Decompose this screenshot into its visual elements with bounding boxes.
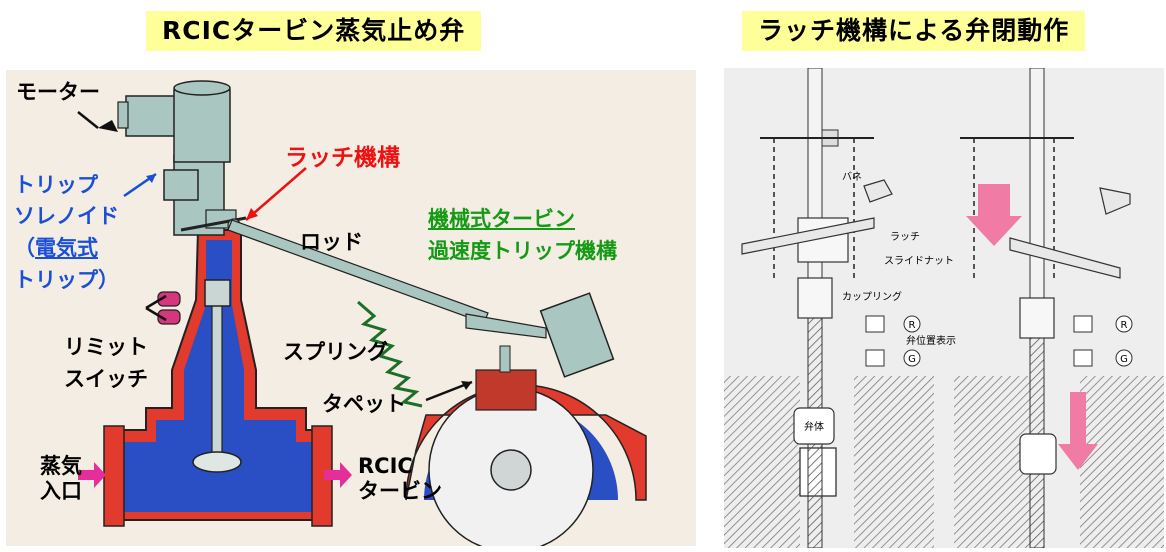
limit-switch-label-line1: リミット (64, 335, 148, 359)
spring-label: スプリング (283, 340, 388, 364)
indicator-g-left: G (908, 354, 916, 365)
valve-body-right (1019, 433, 1057, 475)
coupling-label: カップリング (842, 290, 902, 303)
inlet-flange (103, 425, 125, 527)
solenoid-housing (163, 169, 199, 201)
latch-arm-right (1009, 237, 1121, 279)
limit-switch-lower (157, 309, 181, 325)
handwheel (173, 80, 231, 96)
right-title: ラッチ機構による弁閉動作 (742, 11, 1086, 51)
latch-schematic-drawing: R G 弁体 バネ ラッチ スライドナット カップリング 弁位置表示 (724, 67, 1164, 549)
trip-solenoid-label-line1: トリップ (14, 173, 98, 197)
spring-label-right: バネ (842, 171, 862, 183)
motor-arrow (98, 120, 118, 132)
trip-box (539, 292, 615, 378)
inlet-flow-arrow (78, 462, 106, 488)
valve-disc (192, 451, 242, 473)
motor-cap (117, 101, 129, 129)
limit-arrow-lower (145, 306, 167, 322)
outlet-flow-arrow (324, 462, 352, 488)
indicator-r-right: R (1121, 320, 1128, 331)
rcic-turbine-label-line1: RCIC (358, 454, 413, 478)
trip-solenoid-label-line3: （電気式 (14, 236, 98, 260)
valve-cutaway-drawing (77, 80, 647, 552)
mechanical-trip-label-line2: 過速度トリップ機構 (428, 239, 617, 263)
left-title: RCICタービン蒸気止め弁 (146, 11, 482, 51)
mechanical-trip-label-line1: 機械式タービン (428, 207, 575, 231)
trip-solenoid-label-line4: トリップ） (14, 268, 119, 292)
steam-inlet-label-line1: 蒸気 (40, 454, 82, 478)
valve-position-label: 弁位置表示 (906, 334, 956, 347)
limit-arrow-upper (145, 294, 167, 310)
coupling-right (1019, 297, 1055, 339)
down-arrow-upper (966, 184, 1022, 246)
latch-arm-left (741, 217, 875, 255)
tension-spring (357, 300, 423, 408)
valve-guide (204, 279, 231, 307)
right-stem-upper (1029, 67, 1045, 299)
latch-pawl-left (863, 179, 893, 203)
valve-cutaway-illustration (6, 70, 696, 552)
limit-switch-upper (157, 291, 181, 307)
limit-switch-label-line2: スイッチ (64, 367, 148, 391)
valve-body-left (793, 407, 835, 445)
indicator-g-right: G (1120, 354, 1128, 365)
rod-label: ロッド (300, 230, 363, 254)
valve-body-label: 弁体 (804, 420, 824, 433)
motor-label: モーター (16, 80, 100, 104)
tappet-label: タペット (322, 392, 406, 416)
trip-solenoid-label-line2: ソレノイド (14, 204, 119, 228)
latch-pawl-right (1099, 187, 1131, 215)
latch-arrow (245, 167, 307, 221)
coupling-left (797, 277, 833, 319)
right-stem-lower (1029, 317, 1045, 549)
gear-housing (173, 89, 231, 163)
tappet-block (475, 369, 537, 411)
turbine-hub (490, 449, 532, 491)
steam-inlet-label-line2: 入口 (40, 479, 82, 503)
rcic-turbine-label-line2: タービン (358, 479, 442, 503)
indicator-r-left: R (909, 320, 916, 331)
latch-mechanism-label: ラッチ機構 (285, 145, 400, 171)
valve-stem (211, 284, 223, 461)
tappet-pin (499, 345, 511, 373)
latch-operation-schematic: R G 弁体 バネ ラッチ スライドナット カップリング 弁位置表示 (724, 67, 1164, 549)
down-arrow-lower (1058, 392, 1098, 470)
tripped-state-figure: R G (954, 67, 1164, 549)
latch-label-right: ラッチ (890, 231, 920, 243)
slide-nut-label: スライドナット (884, 255, 954, 267)
trip-lever (465, 313, 547, 339)
trip-rod (227, 219, 489, 324)
latched-state-figure: R G 弁体 バネ ラッチ スライドナット カップリング 弁位置表示 (724, 67, 956, 549)
